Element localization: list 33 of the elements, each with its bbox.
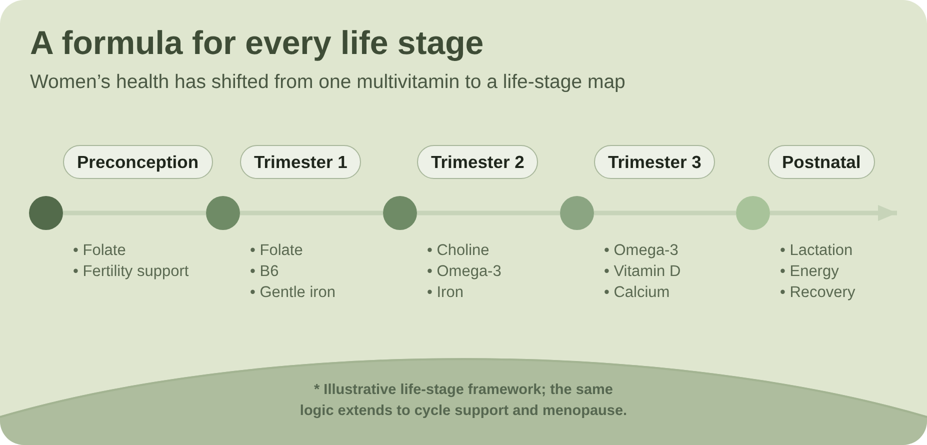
- timeline-arrow: [770, 205, 897, 221]
- stage-label: Preconception: [63, 145, 213, 179]
- bullet-item: • B6: [250, 262, 280, 282]
- timeline-dot: [29, 196, 63, 230]
- bullet-item: • Iron: [427, 283, 464, 303]
- footnote: * Illustrative life-stage framework; the same logic extends to cycle support and menopause.: [298, 381, 628, 421]
- bullet-item: • Choline: [427, 241, 490, 261]
- timeline-line: [417, 210, 560, 216]
- bullet-item: • Fertility support: [73, 262, 189, 282]
- timeline-line: [63, 210, 206, 216]
- bullet-item: • Omega-3: [427, 262, 502, 282]
- bullet-item: • Energy: [780, 262, 840, 282]
- timeline-dot: [560, 196, 594, 230]
- bullet-item: • Gentle iron: [250, 283, 336, 303]
- bullet-item: • Calcium: [604, 283, 671, 303]
- timeline-dot: [383, 196, 417, 230]
- bullet-item: • Lactation: [780, 241, 854, 261]
- timeline-dot: [206, 196, 240, 230]
- stage-label: Postnatal: [768, 145, 875, 179]
- timeline-line: [594, 210, 736, 216]
- wave-band: [0, 357, 927, 445]
- stage-label: Trimester 1: [240, 145, 362, 179]
- bullet-item: • Folate: [73, 241, 127, 261]
- subtitle: Women’s health has shifted from one multivitamin to a life-stage map: [30, 71, 626, 94]
- bullet-item: • Omega-3: [604, 241, 680, 261]
- bullet-item: • Recovery: [780, 283, 856, 303]
- timeline-line: [240, 210, 383, 216]
- bullet-item: • Folate: [250, 241, 304, 261]
- stage-label: Trimester 3: [594, 145, 716, 179]
- bullet-item: • Vitamin D: [604, 262, 681, 282]
- timeline-dot: [736, 196, 770, 230]
- title: A formula for every life stage: [30, 24, 484, 62]
- stage-label: Trimester 2: [417, 145, 538, 179]
